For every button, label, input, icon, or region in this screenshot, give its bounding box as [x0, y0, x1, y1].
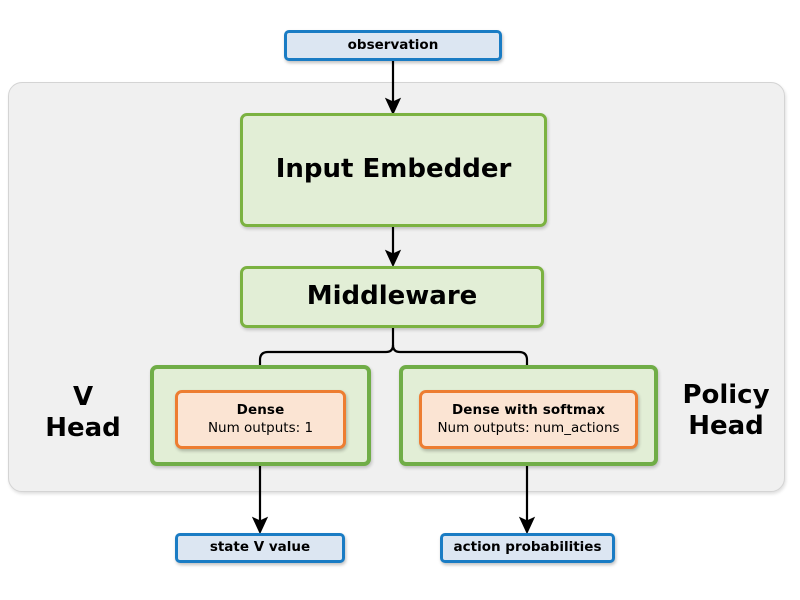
node-policy-head-dense[interactable]: Dense with softmax Num outputs: num_acti… [419, 390, 638, 449]
node-policy-head-dense-outputs: Num outputs: num_actions [437, 419, 620, 436]
node-action-probabilities-label: action probabilities [453, 539, 602, 556]
caption-policy-head-line1: Policy [682, 380, 770, 410]
node-input-embedder[interactable]: Input Embedder [240, 113, 547, 227]
node-input-embedder-label: Input Embedder [275, 154, 512, 185]
node-action-probabilities[interactable]: action probabilities [440, 533, 615, 563]
caption-v-head: V Head [22, 382, 144, 443]
caption-policy-head: Policy Head [664, 380, 788, 441]
caption-v-head-line1: V [72, 382, 94, 412]
node-policy-head-dense-title: Dense with softmax [451, 401, 606, 418]
node-middleware[interactable]: Middleware [240, 266, 544, 328]
node-middleware-label: Middleware [306, 281, 478, 312]
node-state-v-value[interactable]: state V value [175, 533, 345, 563]
node-v-head-dense-title: Dense [236, 401, 285, 418]
caption-policy-head-line2: Head [688, 410, 764, 441]
node-v-head-dense-outputs: Num outputs: 1 [207, 419, 314, 436]
caption-v-head-line2: Head [45, 412, 121, 443]
node-observation-label: observation [347, 36, 439, 53]
node-v-head-dense[interactable]: Dense Num outputs: 1 [175, 390, 346, 449]
node-observation[interactable]: observation [284, 30, 502, 61]
node-state-v-value-label: state V value [209, 539, 311, 556]
